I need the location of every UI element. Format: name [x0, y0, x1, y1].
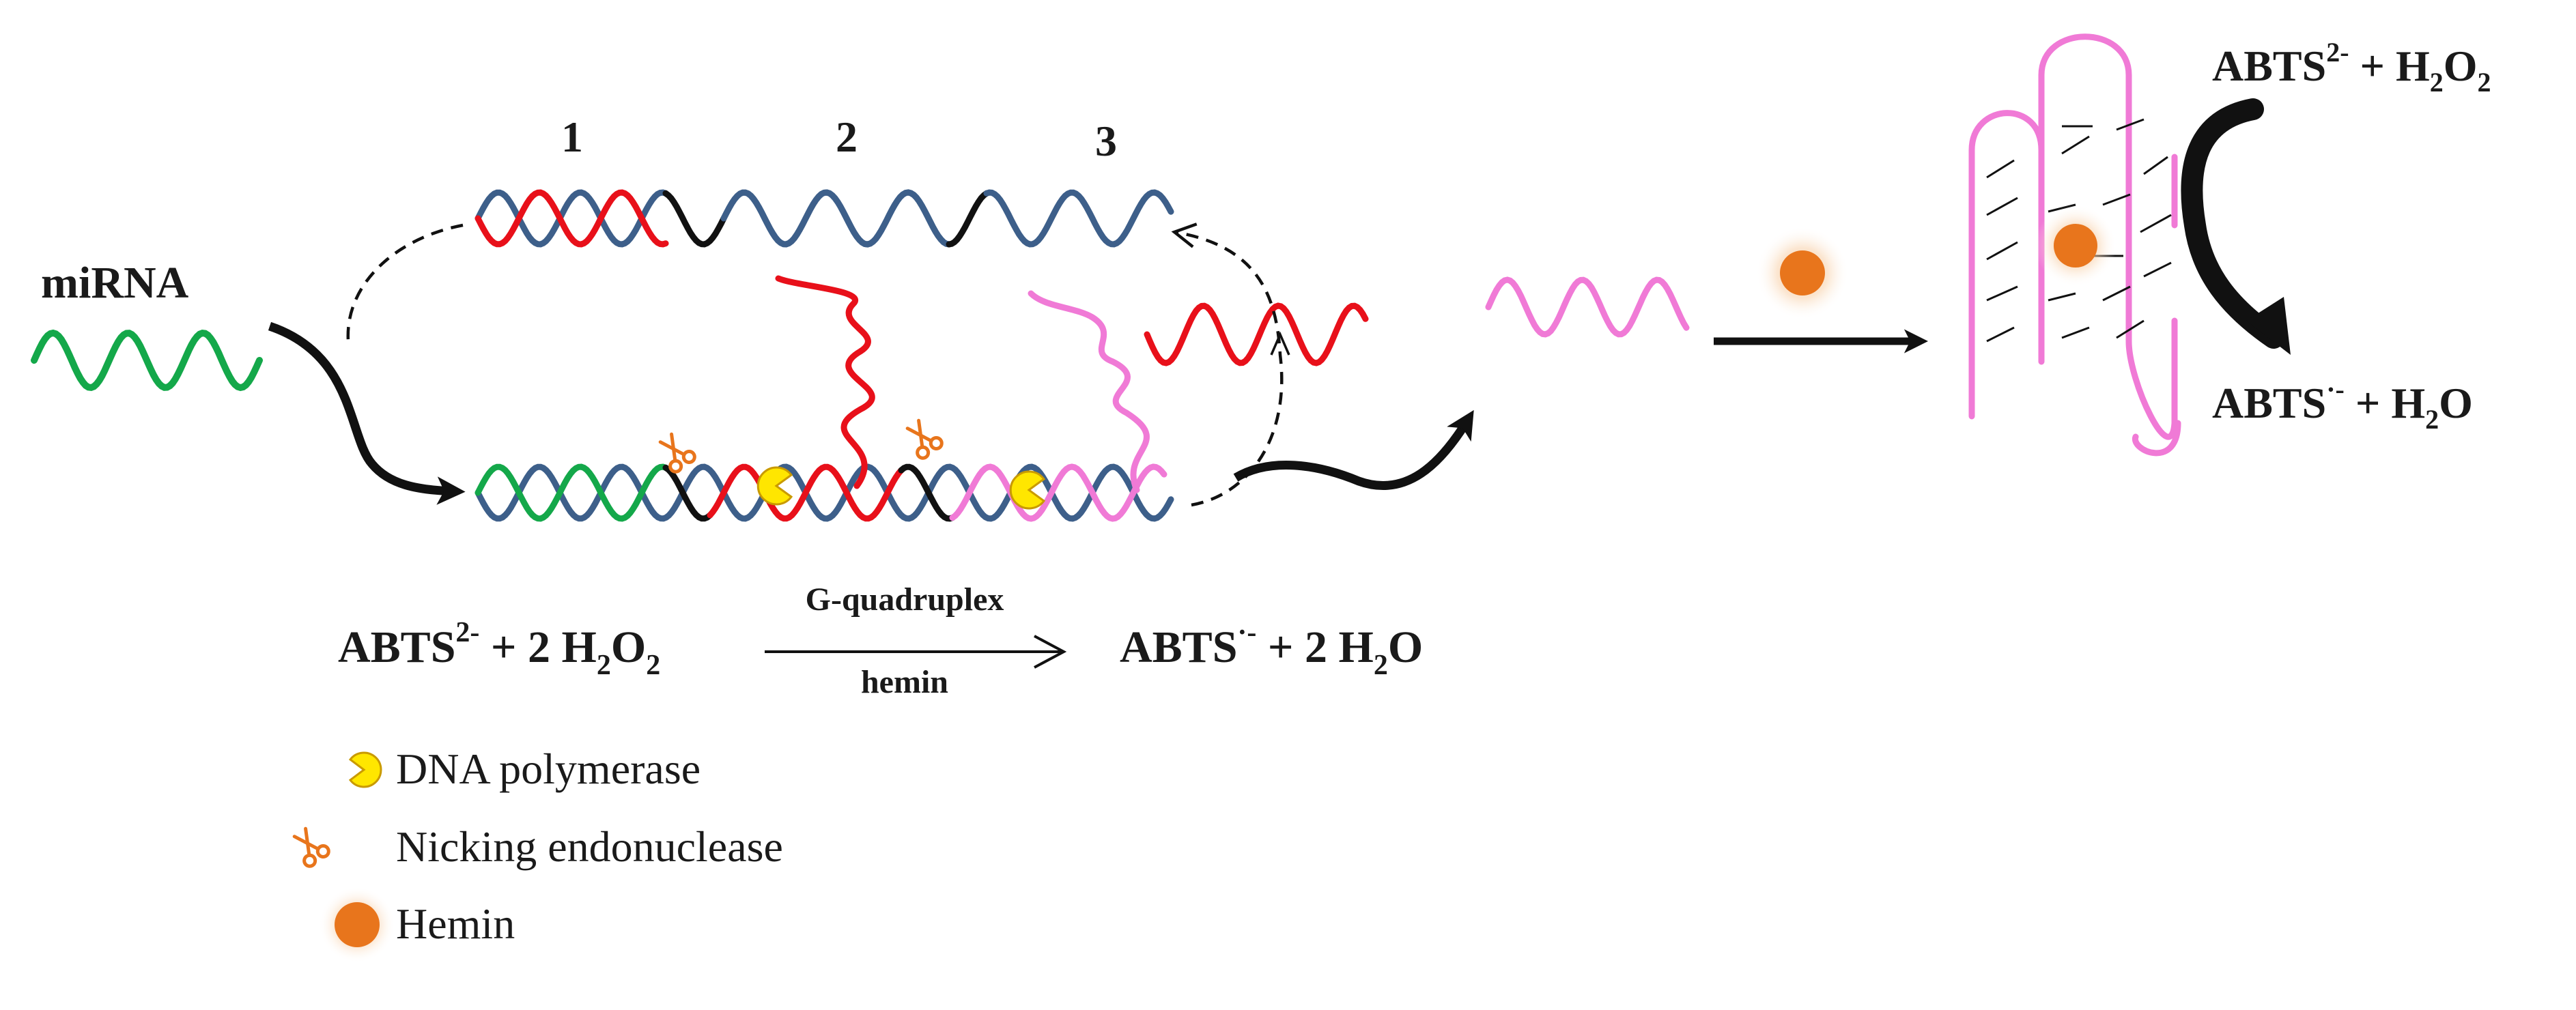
- nick-site-1-bottom: [662, 464, 713, 522]
- cycle-dashed-left: [346, 223, 464, 342]
- displaced-red-strand: [775, 275, 875, 489]
- template-strand-bottom: [475, 463, 1174, 522]
- displaced-pink-strand: [1028, 290, 1150, 493]
- cycle-top-equation: ABTS2- + H2O2: [2212, 37, 2491, 98]
- mirna-strand: [31, 329, 263, 392]
- g-rich-strand: [1485, 276, 1690, 338]
- nick-site-2-bottom: [898, 463, 956, 522]
- dna-polymerase-icon: [756, 466, 793, 506]
- dna-polymerase-icon: [1009, 470, 1046, 510]
- legend-item-nicking: Nicking endonuclease: [292, 822, 783, 871]
- segment-label-3: 3: [1095, 117, 1117, 165]
- scissors-icon: [658, 432, 696, 474]
- pacman-icon: [348, 751, 382, 788]
- segment-label-1: 1: [561, 113, 583, 161]
- release-arrow: [1233, 409, 1474, 490]
- cycle-bottom-equation: ABTS·- + H2O: [2212, 374, 2473, 435]
- reaction-arrowhead: [1034, 635, 1067, 669]
- binding-arrow: [268, 321, 466, 505]
- catalysis-arrowhead: [2246, 297, 2291, 355]
- hemin-icon: [319, 886, 395, 963]
- nick-site-1-top: [662, 190, 727, 248]
- cycle-dashed-right: [1171, 222, 1284, 507]
- catalysis-arrow: [2181, 98, 2284, 349]
- mirna-label: miRNA: [41, 258, 189, 308]
- reaction-left: ABTS2- + 2 H2O2: [338, 617, 660, 681]
- legend-label-polymerase: DNA polymerase: [396, 745, 700, 793]
- nick-site-2-top: [946, 190, 990, 248]
- hemin-icon: [1756, 227, 1849, 319]
- primer-strand-top: [475, 189, 669, 248]
- cycle-dashed-right-chevron: [1270, 331, 1290, 356]
- catalyst-above: G-quadruplex: [806, 581, 1004, 618]
- scissors-icon: [905, 418, 944, 460]
- released-primer-strand: [1144, 302, 1369, 366]
- legend-item-hemin: Hemin: [319, 886, 515, 963]
- legend: DNA polymerase Nicking endonuclease Hemi…: [292, 745, 783, 963]
- legend-item-polymerase: DNA polymerase: [348, 745, 700, 793]
- extended-primer-strand: [707, 463, 905, 522]
- legend-label-nicking: Nicking endonuclease: [396, 822, 783, 871]
- g-quadruplex-strand-bottom: [949, 463, 1167, 522]
- segment-2-top: [720, 189, 952, 248]
- top-duplex: [475, 189, 1174, 248]
- template-strand-top-seg1: [475, 189, 669, 248]
- hemin-icon: [2035, 205, 2117, 287]
- g-quadruplex-structure: [1968, 33, 2181, 457]
- scissors-icon: [292, 826, 330, 868]
- segment-label-2: 2: [836, 113, 858, 161]
- catalyst-below: hemin: [861, 664, 948, 700]
- mirna-bound-strand: [475, 463, 669, 522]
- segment-3-top: [983, 189, 1174, 248]
- bottom-duplex: [475, 463, 1174, 522]
- reaction-right: ABTS·- + 2 H2O: [1120, 617, 1423, 681]
- legend-label-hemin: Hemin: [396, 899, 515, 948]
